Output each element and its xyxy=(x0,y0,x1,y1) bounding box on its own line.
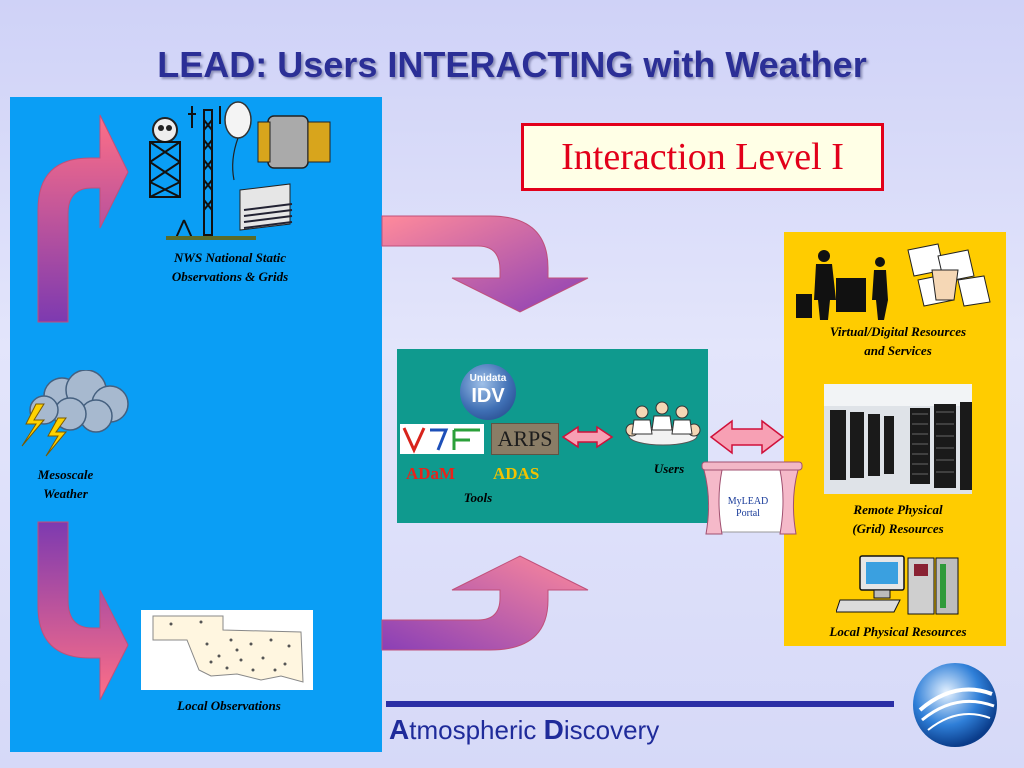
footer-bar xyxy=(386,701,894,707)
adam-label: ADaM xyxy=(406,464,456,483)
adas-label: ADAS xyxy=(493,464,540,483)
mesoscale-label: Mesoscale Weather xyxy=(18,465,113,503)
oklahoma-map-icon xyxy=(141,610,313,690)
data-grid-stack-icon xyxy=(239,115,331,231)
office-workers-icon xyxy=(796,250,888,320)
globe-logo-icon xyxy=(913,663,997,747)
wrf-logo xyxy=(400,424,484,454)
idv-text: IDV xyxy=(471,385,505,407)
arrow-nws-to-tools xyxy=(381,215,589,313)
page-title: LEAD: Users INTERACTING with Weather xyxy=(157,44,867,85)
remote-label-line2: (Grid) Resources xyxy=(852,521,944,536)
interaction-level-box: Interaction Level I xyxy=(521,123,884,191)
remote-resources-label: Remote Physical (Grid) Resources xyxy=(800,500,996,538)
mesoscale-label-line1: Mesoscale xyxy=(37,467,94,482)
tools-label: Tools xyxy=(463,490,493,505)
desktop-computer-icon xyxy=(836,555,959,615)
portal-line2: Portal xyxy=(736,508,760,519)
portal-line1: MyLEAD xyxy=(727,496,769,507)
server-room-icon xyxy=(824,384,972,494)
storm-cloud-icon xyxy=(21,370,129,457)
remote-label-line1: Remote Physical xyxy=(853,502,943,517)
mylead-portal-icon[interactable] xyxy=(700,460,804,536)
virtual-label-line1: Virtual/Digital Resources xyxy=(829,324,967,339)
unidata-text: Unidata xyxy=(469,373,507,384)
mesoscale-label-line2: Weather xyxy=(43,486,88,501)
local-physical-label: Local Physical Resources xyxy=(829,624,967,639)
nws-label: NWS National Static Observations & Grids xyxy=(140,248,320,286)
arrow-mesoscale-to-local xyxy=(37,521,129,701)
double-arrow-users-resources xyxy=(709,419,785,455)
arps-logo: ARPS xyxy=(491,423,559,455)
footer-d: D xyxy=(543,714,564,745)
footer-brand: Atmospheric Discovery xyxy=(389,714,659,746)
footer-tmospheric: tmospheric xyxy=(409,715,544,745)
users-meeting-icon xyxy=(625,401,701,446)
double-arrow-tools-users xyxy=(561,425,614,449)
footer-iscovery: iscovery xyxy=(563,715,660,745)
footer-a: A xyxy=(389,714,410,745)
arrow-mesoscale-to-nws xyxy=(37,114,129,323)
local-observations-label: Local Observations xyxy=(177,698,281,713)
idv-logo: Unidata IDV xyxy=(460,364,516,420)
observation-towers-icon xyxy=(149,101,331,240)
virtual-label-line2: and Services xyxy=(864,343,932,358)
nws-label-line2: Observations & Grids xyxy=(171,269,289,284)
virtual-resources-label: Virtual/Digital Resources and Services xyxy=(800,322,996,360)
arrow-local-to-tools xyxy=(381,555,589,651)
mylead-portal-label[interactable]: MyLEAD Portal xyxy=(718,496,778,520)
paperwork-icon xyxy=(907,243,991,307)
nws-label-line1: NWS National Static xyxy=(174,250,286,265)
users-label: Users xyxy=(653,461,685,476)
